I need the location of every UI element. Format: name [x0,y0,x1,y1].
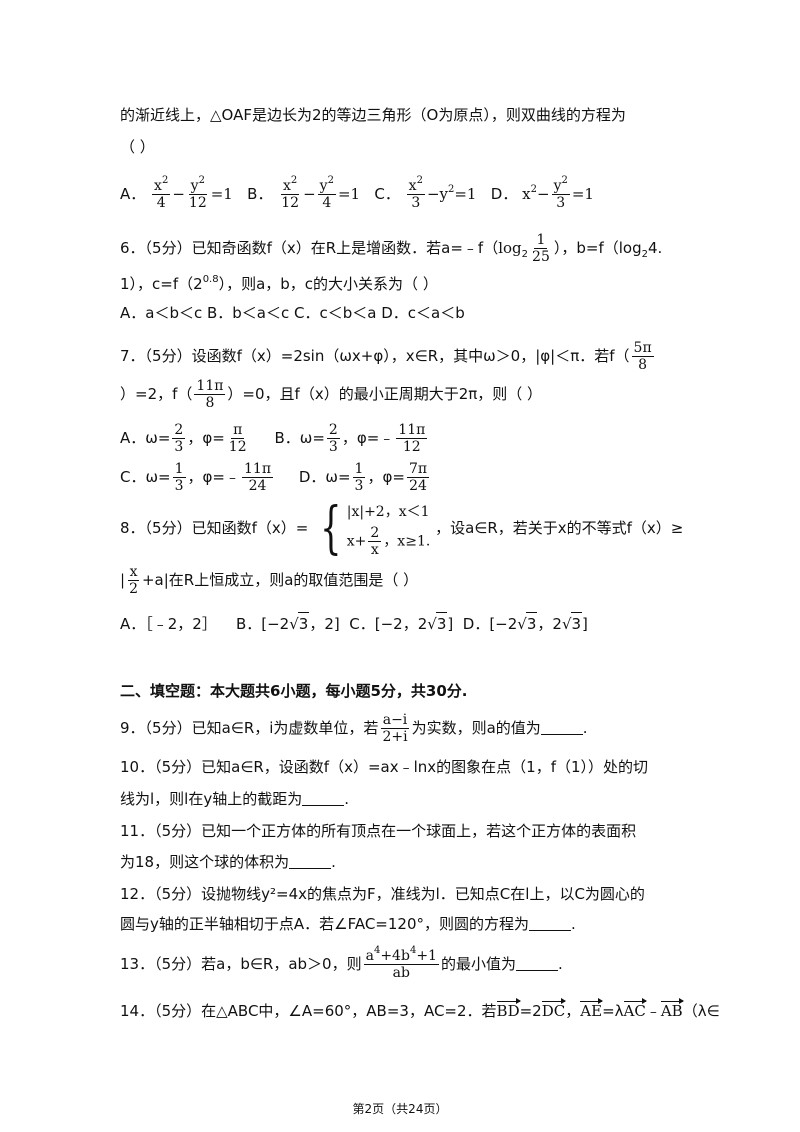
q5-paren: （ ） [120,138,155,156]
section-2-title: 二、填空题：本大题共6小题，每小题5分，共30分. [120,682,468,700]
q14-line: 14．（5分）在△ABC中，∠A=60°，AB=3，AC=2．若BD=2DC，A… [120,998,720,1020]
q13-blank [515,954,558,971]
q11-line1: 11．（5分）已知一个正方体的所有顶点在一个球面上，若这个正方体的表面积 [120,822,637,840]
q8-options: A．［﹣2，2］ B．[−2√3，2] C．[−2，2√3] D．[−2√3，2… [120,612,588,635]
q9-blank [540,718,583,735]
q7-line1: 7．（5分）设函数f（x）=2sin（ωx+φ），x∈R，其中ω＞0，|φ|＜π… [120,340,654,373]
q11-line2: 为18，则这个球的体积为. [120,852,336,871]
q11-blank [289,852,332,869]
q10-line2: 线为l，则l在y轴上的截距为. [120,789,349,808]
q5-continuation: 的渐近线上，△OAF是边长为2的等边三角形（O为原点），则双曲线的方程为 [120,106,626,124]
q10-blank [302,789,345,806]
q6-line2: 1），c=f（20.8），则a，b，c的大小关系为（ ） [120,274,438,294]
q12-line2: 圆与y轴的正半轴相切于点A．若∠FAC=120°，则圆的方程为. [120,914,576,933]
q12-line1: 12．（5分）设抛物线y²=4x的焦点为F，准线为l．已知点C在l上，以C为圆心… [120,885,645,903]
q12-blank [529,914,572,931]
q10-line1: 10．（5分）已知a∈R，设函数f（x）=ax﹣lnx的图象在点（1，f（1））… [120,758,649,776]
q6-options: A．a＜b＜c B．b＜a＜c C．c＜b＜a D．c＜a＜b [120,304,465,322]
page-footer: 第2页（共24页） [352,1102,448,1116]
